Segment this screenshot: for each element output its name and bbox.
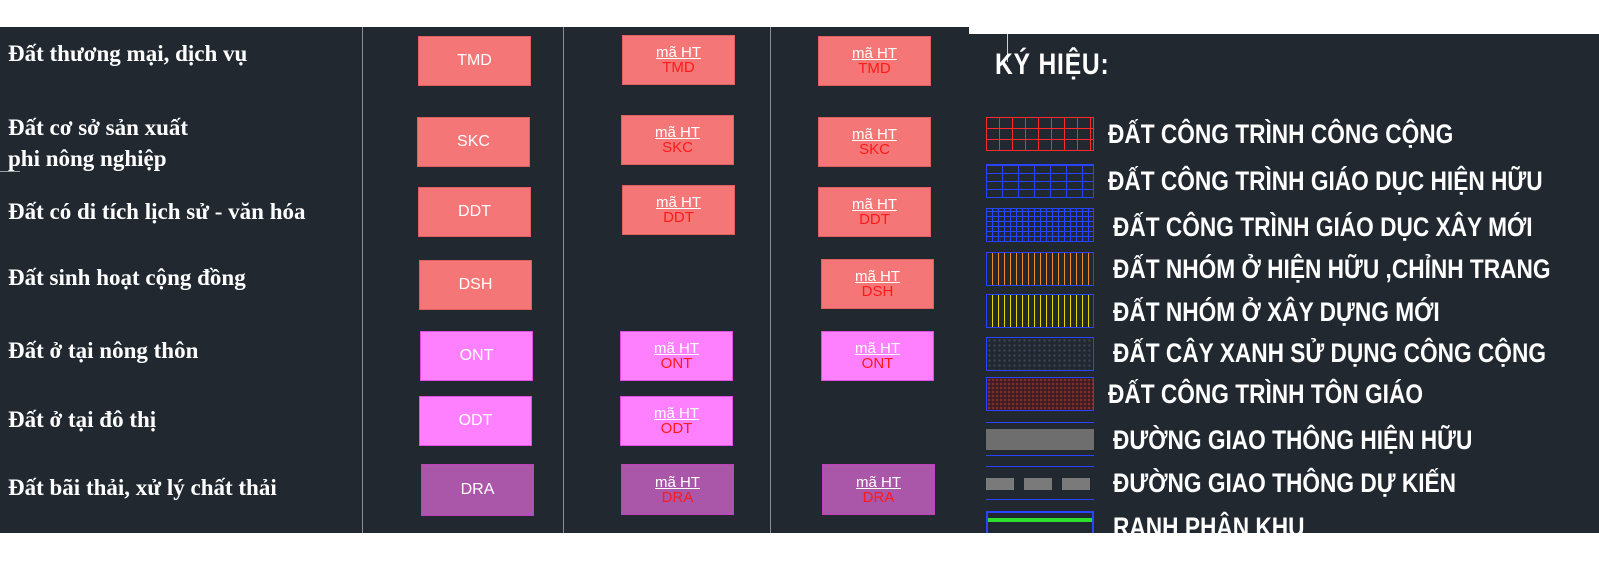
ht-prefix: mã HT	[654, 405, 699, 422]
column-divider	[563, 27, 564, 533]
existing-road-swatch-icon	[986, 422, 1094, 456]
column-divider	[770, 27, 771, 533]
row-label-skc: Đất cơ sở sản xuất phi nông nghiệp	[8, 115, 189, 171]
ht-prefix: mã HT	[655, 124, 700, 141]
ht-prefix: mã HT	[655, 473, 700, 491]
legend-item-7: ĐẤT CÔNG TRÌNH TÔN GIÁO	[1108, 379, 1423, 409]
legend-clip: RANH PHÂN KHU	[969, 508, 1599, 533]
code-text: ODT	[458, 412, 493, 429]
code-text: DSH	[458, 276, 493, 293]
religious-swatch-icon	[986, 377, 1094, 411]
legend-item-2: ĐẤT CÔNG TRÌNH GIÁO DỤC HIỆN HỮU	[1108, 166, 1543, 196]
education-existing-swatch-icon	[986, 164, 1094, 198]
code-box-dsh: DSH	[419, 260, 532, 310]
ht-code: ONT	[660, 355, 693, 372]
row-label-tmd: Đất thương mại, dịch vụ	[8, 41, 248, 66]
residential-existing-swatch-icon	[986, 252, 1094, 286]
legend-tick	[1007, 34, 1008, 62]
zone-boundary-swatch-icon	[986, 511, 1094, 533]
ht-prefix: mã HT	[855, 268, 900, 285]
ht-code: DDT	[859, 211, 890, 228]
ht-code: ODT	[660, 420, 693, 437]
ht-code: DDT	[663, 209, 694, 226]
planned-road-swatch-icon	[986, 466, 1094, 500]
code-text: DDT	[458, 203, 491, 220]
code-text: DRA	[460, 481, 495, 498]
ht-prefix: mã HT	[852, 45, 897, 62]
legend-item-1: ĐẤT CÔNG TRÌNH CÔNG CỘNG	[1108, 119, 1454, 149]
green-space-swatch-icon	[986, 337, 1094, 371]
ht-prefix: mã HT	[852, 126, 897, 143]
divider-stub	[0, 171, 20, 172]
code-box-ddt: DDT	[418, 187, 531, 237]
legend-item-6: ĐẤT CÂY XANH SỬ DỤNG CÔNG CỘNG	[1113, 338, 1546, 368]
education-new-swatch-icon	[986, 208, 1094, 242]
legend-title: KÝ HIỆU:	[995, 48, 1110, 81]
ht-code: SKC	[859, 141, 890, 158]
row-label-dra: Đất bãi thải, xử lý chất thải	[8, 475, 277, 500]
ht-code: SKC	[662, 139, 693, 156]
code-text: TMD	[457, 52, 492, 69]
ht-code: TMD	[662, 59, 695, 76]
ht-code: ONT	[861, 355, 894, 372]
ht-code: DSH	[861, 283, 894, 300]
ht-prefix: mã HT	[855, 340, 900, 357]
code-box-dra: DRA	[421, 464, 534, 516]
row-label-odt: Đất ở tại đô thị	[8, 407, 157, 432]
ht-prefix: mã HT	[852, 196, 897, 213]
ht-code: TMD	[858, 60, 891, 77]
code-box-skc: SKC	[417, 117, 530, 167]
residential-new-swatch-icon	[986, 294, 1094, 328]
code-text: ONT	[459, 347, 494, 364]
public-works-swatch-icon	[986, 117, 1094, 151]
ht-code: DRA	[661, 488, 694, 506]
legend-item-4: ĐẤT NHÓM Ở HIỆN HỮU ,CHỈNH TRANG	[1113, 254, 1551, 284]
legend-item-3: ĐẤT CÔNG TRÌNH GIÁO DỤC XÂY MỚI	[1113, 212, 1533, 242]
ht-code: DRA	[862, 488, 895, 506]
row-label-ddt: Đất có di tích lịch sử - văn hóa	[8, 199, 306, 224]
code-box-tmd: TMD	[418, 36, 531, 86]
legend-item-5: ĐẤT NHÓM Ở XÂY DỰNG MỚI	[1113, 297, 1440, 327]
ht-prefix: mã HT	[654, 340, 699, 357]
ht-prefix: mã HT	[656, 194, 701, 211]
legend-item-9: ĐƯỜNG GIAO THÔNG DỰ KIẾN	[1113, 468, 1457, 498]
ht-prefix: mã HT	[856, 473, 901, 491]
row-label-dsh: Đất sinh hoạt cộng đồng	[8, 265, 246, 290]
code-text: SKC	[457, 133, 490, 150]
column-divider	[362, 27, 363, 533]
ht-prefix: mã HT	[656, 44, 701, 61]
legend-item-8: ĐƯỜNG GIAO THÔNG HIỆN HỮU	[1113, 425, 1473, 455]
row-label-ont: Đất ở tại nông thôn	[8, 338, 199, 363]
code-box-ont: ONT	[420, 331, 533, 381]
code-box-odt: ODT	[419, 396, 532, 446]
legend-item-10: RANH PHÂN KHU	[1113, 512, 1305, 533]
